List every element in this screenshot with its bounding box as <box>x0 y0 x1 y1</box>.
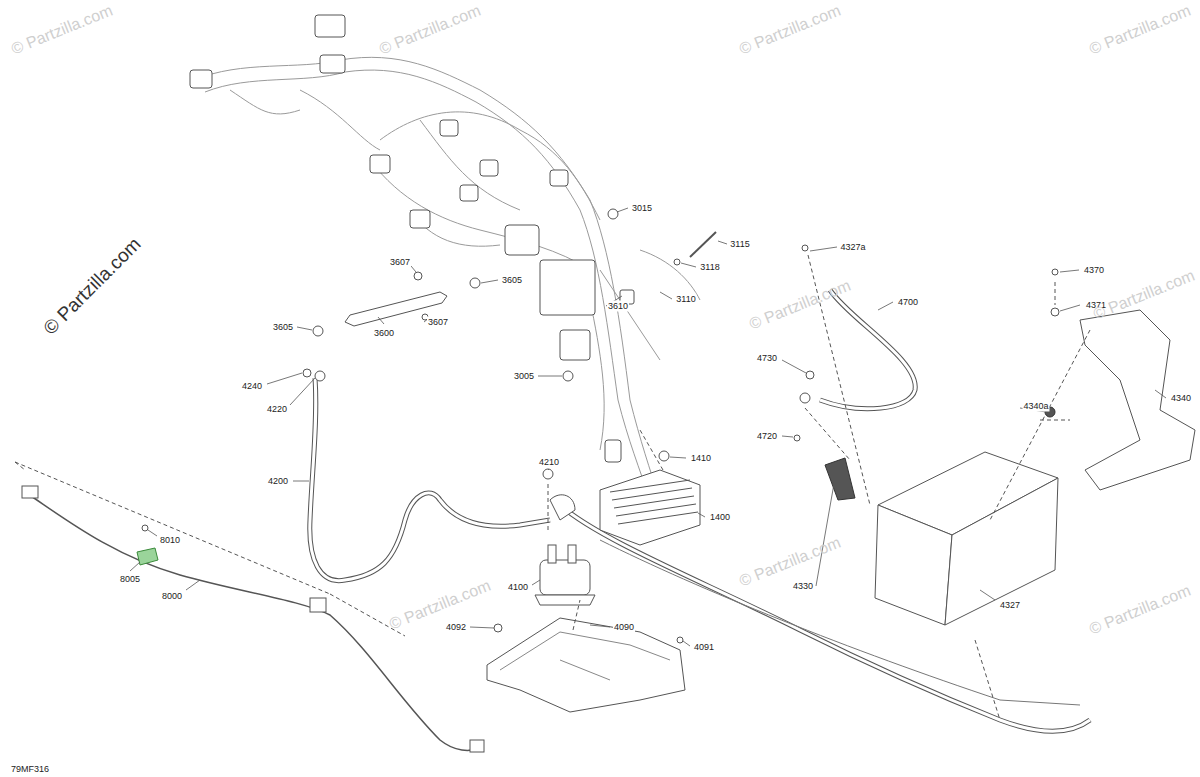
callout-number: 8000 <box>161 591 183 602</box>
watermark: © Partzilla.com <box>40 234 144 338</box>
callout-number: 1410 <box>690 453 712 464</box>
callout-number: 4210 <box>538 457 560 468</box>
watermark: © Partzilla.com <box>737 534 843 589</box>
callout-number: 3607 <box>389 257 411 268</box>
callout-number: 4340a <box>1022 401 1049 412</box>
callout-number: 3115 <box>729 239 750 250</box>
callout-number: 4370 <box>1083 265 1105 276</box>
callout-number: 4730 <box>756 353 778 364</box>
figure-code: 79MF316 <box>10 764 50 775</box>
callout-number: 4327a <box>839 242 866 253</box>
watermark: © Partzilla.com <box>737 2 843 57</box>
callout-number: 8010 <box>159 535 181 546</box>
callout-number: 3015 <box>631 203 653 214</box>
callout-number: 1400 <box>709 512 731 523</box>
callout-number: 3600 <box>373 328 395 339</box>
callout-number: 3610 <box>607 301 629 312</box>
callout-number: 4720 <box>756 431 778 442</box>
callout-number: 4100 <box>507 582 529 593</box>
watermark: © Partzilla.com <box>387 577 493 632</box>
callout-number: 4700 <box>897 297 919 308</box>
callout-number: 3605 <box>501 275 523 286</box>
callout-number: 3005 <box>513 371 535 382</box>
watermark: © Partzilla.com <box>1087 582 1193 637</box>
callout-number: 3118 <box>699 262 720 273</box>
watermark: © Partzilla.com <box>9 2 115 57</box>
callout-number: 4240 <box>241 381 263 392</box>
callout-number: 4220 <box>266 404 288 415</box>
callout-number: 3607 <box>427 317 449 328</box>
callout-number: 3605 <box>272 322 294 333</box>
callout-number: 4330 <box>792 581 814 592</box>
watermark: © Partzilla.com <box>747 277 853 332</box>
callout-number: 4340 <box>1170 393 1192 404</box>
watermark: © Partzilla.com <box>1087 2 1193 57</box>
callout-number: 8005 <box>119 574 141 585</box>
callout-number: 4200 <box>267 476 289 487</box>
callout-number: 4090 <box>613 622 635 633</box>
callout-number: 4092 <box>445 622 467 633</box>
callout-number: 4327 <box>999 600 1021 611</box>
callout-number: 3110 <box>675 294 696 305</box>
callout-number: 4091 <box>693 642 715 653</box>
watermark: © Partzilla.com <box>377 2 483 57</box>
